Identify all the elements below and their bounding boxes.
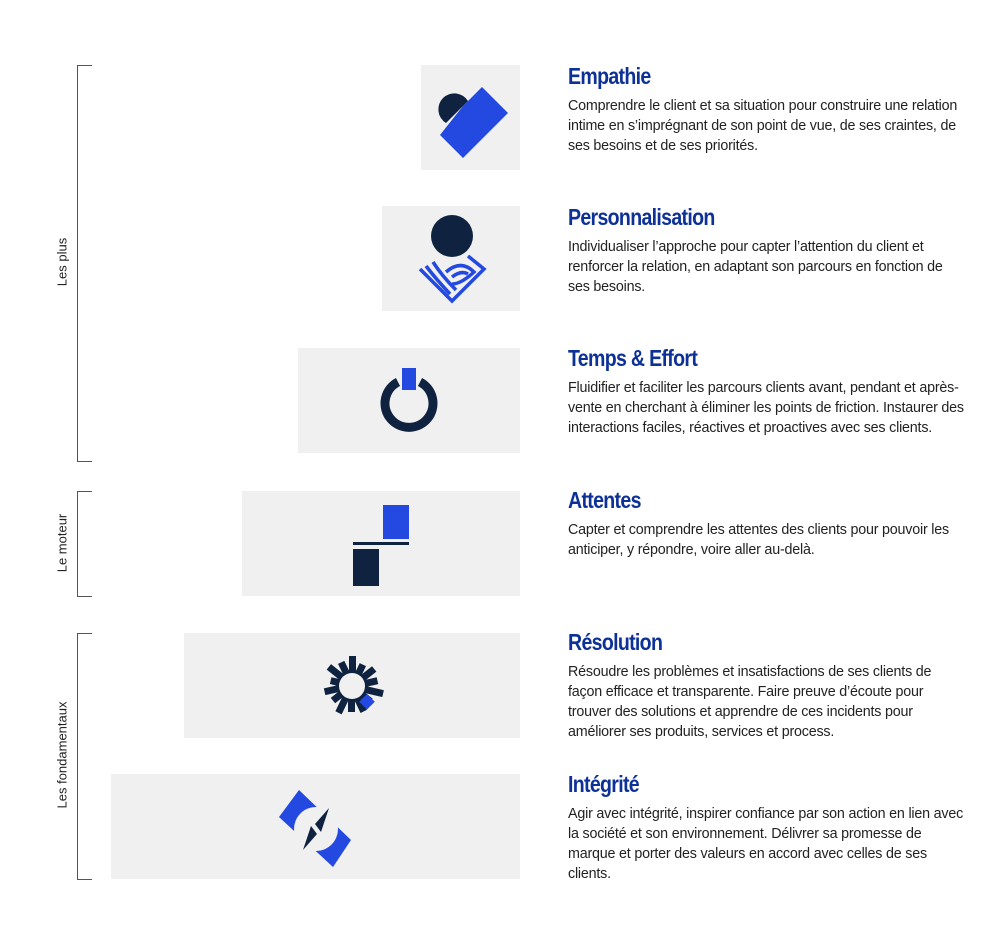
item-temps-effort: Temps & Effort Fluidifier et faciliter l… (568, 345, 968, 438)
item-title: Empathie (568, 63, 651, 89)
power-icon (380, 367, 438, 432)
compass-diamond-icon (278, 789, 351, 867)
icon-panel (111, 774, 520, 879)
icon-panel (184, 633, 520, 738)
item-personnalisation: Personnalisation Individualiser l’approc… (568, 204, 968, 297)
sunburst-ray (348, 695, 355, 712)
item-description: Capter et comprendre les attentes des cl… (568, 522, 949, 558)
sunburst-ray (361, 676, 379, 688)
sunburst-ray (360, 684, 384, 697)
bracket-les-plus (77, 65, 92, 462)
sunburst-ray (349, 655, 356, 676)
icon-panel (421, 65, 520, 170)
item-integrite: Intégrité Agir avec intégrité, inspirer … (568, 771, 968, 884)
item-title: Intégrité (568, 771, 640, 797)
item-title: Résolution (568, 629, 663, 655)
icon-panel (298, 348, 520, 453)
heart-icon (437, 86, 508, 158)
bracket-le-moteur (77, 491, 92, 597)
sunburst-ray (323, 683, 343, 695)
group-label: Le moteur (54, 513, 70, 573)
group-label: Les fondamentaux (54, 701, 70, 809)
sunburst-icon (323, 655, 384, 714)
item-description: Comprendre le client et sa situation pou… (568, 98, 958, 154)
icon-panel (242, 491, 520, 596)
step-blocks-icon (353, 504, 409, 586)
item-resolution: Résolution Résoudre les problèmes et ins… (568, 629, 968, 742)
item-empathie: Empathie Comprendre le client et sa situ… (568, 63, 968, 156)
item-description: Individualiser l’approche pour capter l’… (568, 239, 943, 295)
item-title: Temps & Effort (568, 345, 698, 371)
item-attentes: Attentes Capter et comprendre les attent… (568, 487, 968, 560)
bracket-les-fondamentaux (77, 633, 92, 880)
sunburst-ray (352, 693, 367, 713)
icon-panel (382, 206, 520, 311)
item-description: Fluidifier et faciliter les parcours cli… (568, 380, 964, 436)
fingerprint-person-icon (418, 214, 487, 303)
sunburst-ray (326, 663, 347, 682)
item-title: Personnalisation (568, 204, 715, 230)
sunburst-ray (335, 692, 351, 714)
item-title: Attentes (568, 487, 641, 513)
item-description: Résoudre les problèmes et insatisfaction… (568, 664, 932, 740)
item-description: Agir avec intégrité, inspirer confiance … (568, 806, 964, 882)
group-label: Les plus (54, 237, 70, 287)
